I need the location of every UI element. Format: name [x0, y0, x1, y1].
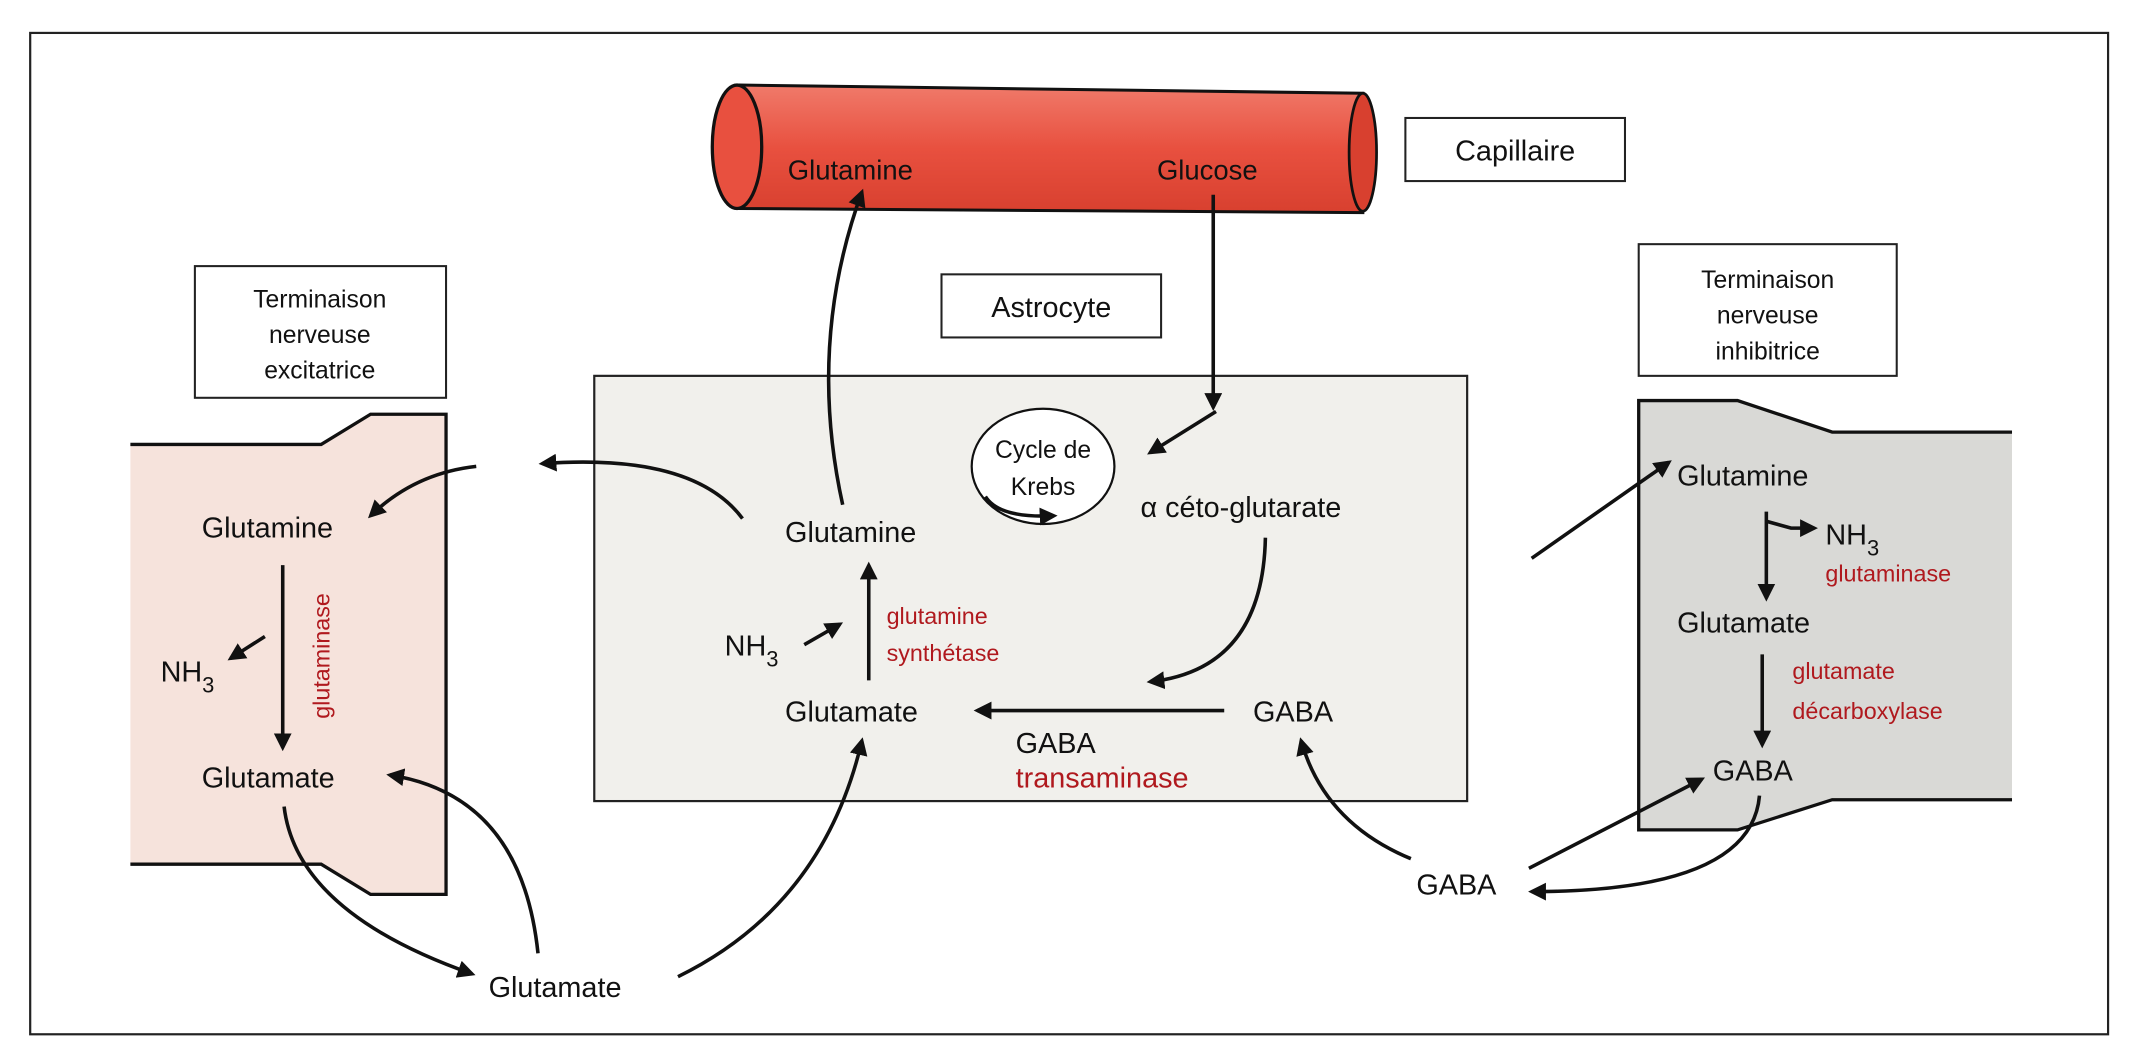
- arrow-glutamate-release: [282, 806, 476, 978]
- excitatory-terminal: [130, 414, 447, 895]
- excitatory-label-box: [193, 265, 448, 399]
- arrow-glutamate-uptake-astrocyte: [677, 737, 868, 979]
- enzyme-glutamine-synthetase-line2: synthétase: [887, 640, 1000, 666]
- arrow-gaba-reuptake-inhibitory: [1528, 777, 1706, 870]
- capillary-opening: [710, 83, 764, 211]
- enzyme-gaba-transaminase-line1: GABA: [1016, 728, 1097, 760]
- capillary-glutamine: Glutamine: [788, 155, 913, 186]
- capillary-end: [1347, 91, 1378, 213]
- inhibitory-enzyme-gad-line1: glutamate: [1792, 658, 1894, 684]
- arrow-aketo-to-glutamate: [1146, 537, 1268, 690]
- astrocyte-gaba: GABA: [1253, 697, 1334, 729]
- extracellular-glutamate: Glutamate: [489, 972, 622, 1004]
- capillary-body: [736, 83, 1365, 215]
- krebs-line1: Cycle de: [995, 437, 1091, 464]
- astrocyte-glutamate: Glutamate: [785, 697, 918, 729]
- excitatory-label-line3: excitatrice: [264, 358, 375, 385]
- inhibitory-gaba: GABA: [1713, 756, 1794, 788]
- inhibitory-label-line3: inhibitrice: [1716, 338, 1820, 365]
- arrow-glutamine-into-excitatory: [367, 464, 477, 519]
- astrocyte-label-box: [940, 273, 1163, 339]
- excitatory-glutamate: Glutamate: [202, 762, 335, 794]
- inhibitory-terminal-outline: [1637, 398, 2013, 832]
- inhibitory-label-line2: nerveuse: [1717, 303, 1819, 330]
- arrow-gaba-release: [1528, 795, 1762, 901]
- astrocyte-nh3: NH3: [725, 631, 779, 672]
- arrow-nh3-astrocyte: [803, 622, 844, 647]
- excitatory-enzyme-glutaminase: glutaminase: [308, 593, 334, 719]
- excitatory-terminal-outline: [130, 412, 448, 897]
- excitatory-label-line1: Terminaison: [253, 286, 386, 313]
- arrow-to-krebs: [1147, 410, 1217, 455]
- krebs-line2: Krebs: [1011, 474, 1076, 501]
- capillary-label-box: [1404, 116, 1627, 183]
- figure-frame: [29, 31, 2110, 1036]
- arrow-inhibitory-nh3: [1765, 519, 1818, 538]
- arrow-glutamate-reuptake-excitatory: [386, 768, 540, 954]
- arrow-glutamine-to-capillary: [826, 188, 866, 506]
- inhibitory-nh3: NH3: [1825, 520, 1879, 561]
- arrows: [227, 188, 1818, 979]
- arrow-krebs-cycle: [983, 495, 1058, 526]
- alpha-ketoglutarate: α céto-glutarate: [1141, 492, 1342, 524]
- capillary: Glutamine Glucose: [710, 83, 1378, 215]
- inhibitory-label-line1: Terminaison: [1701, 267, 1834, 294]
- capillary-label: Capillaire: [1455, 135, 1575, 167]
- excitatory-glutamine: Glutamine: [202, 513, 333, 545]
- enzyme-glutamine-synthetase-line1: glutamine: [887, 603, 988, 629]
- inhibitory-label-box: [1637, 243, 1898, 377]
- inhibitory-enzyme-glutaminase: glutaminase: [1825, 561, 1951, 587]
- inhibitory-glutamine: Glutamine: [1677, 461, 1808, 493]
- inhibitory-enzyme-gad-line2: décarboxylase: [1792, 698, 1942, 724]
- arrow-glutamine-into-inhibitory: [1530, 460, 1672, 560]
- capillary-glucose: Glucose: [1157, 155, 1258, 186]
- astrocyte-label: Astrocyte: [991, 292, 1111, 324]
- arrow-gaba-uptake-astrocyte: [1296, 737, 1412, 861]
- arrow-excitatory-nh3: [227, 634, 266, 661]
- inhibitory-terminal: [1638, 400, 2013, 830]
- excitatory-nh3: NH3: [161, 657, 215, 698]
- extracellular-gaba: GABA: [1416, 869, 1497, 901]
- excitatory-label-line2: nerveuse: [269, 322, 371, 349]
- astrocyte-glutamine: Glutamine: [785, 517, 916, 549]
- inhibitory-glutamate: Glutamate: [1677, 607, 1810, 639]
- enzyme-gaba-transaminase-line2: transaminase: [1016, 762, 1189, 794]
- arrow-glutamine-export: [538, 453, 744, 520]
